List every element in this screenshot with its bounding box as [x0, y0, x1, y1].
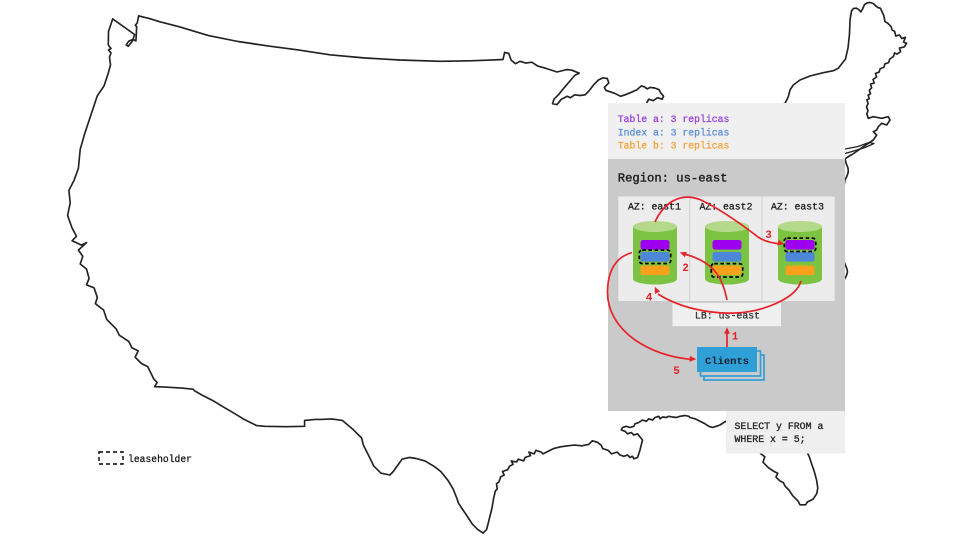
svg-text:Region: us-east: Region: us-east [618, 171, 728, 185]
svg-text:Index a: 3 replicas: Index a: 3 replicas [618, 127, 730, 138]
svg-text:Table b: 3 replicas: Table b: 3 replicas [618, 141, 730, 152]
svg-text:3: 3 [765, 230, 772, 242]
svg-text:AZ: east2: AZ: east2 [700, 202, 753, 213]
svg-text:SELECT y FROM a: SELECT y FROM a [735, 421, 824, 432]
svg-text:AZ: east3: AZ: east3 [771, 202, 824, 213]
svg-text:1: 1 [732, 332, 739, 344]
svg-text:AZ: east1: AZ: east1 [628, 202, 681, 213]
svg-text:LB: us-east: LB: us-east [695, 310, 760, 321]
svg-text:leaseholder: leaseholder [128, 454, 192, 465]
svg-text:WHERE x = 5;: WHERE x = 5; [735, 434, 806, 445]
svg-text:4: 4 [646, 293, 653, 305]
svg-text:5: 5 [673, 366, 680, 378]
svg-text:Clients: Clients [705, 356, 749, 368]
svg-text:Table a: 3 replicas: Table a: 3 replicas [618, 114, 730, 125]
svg-text:2: 2 [682, 263, 689, 275]
